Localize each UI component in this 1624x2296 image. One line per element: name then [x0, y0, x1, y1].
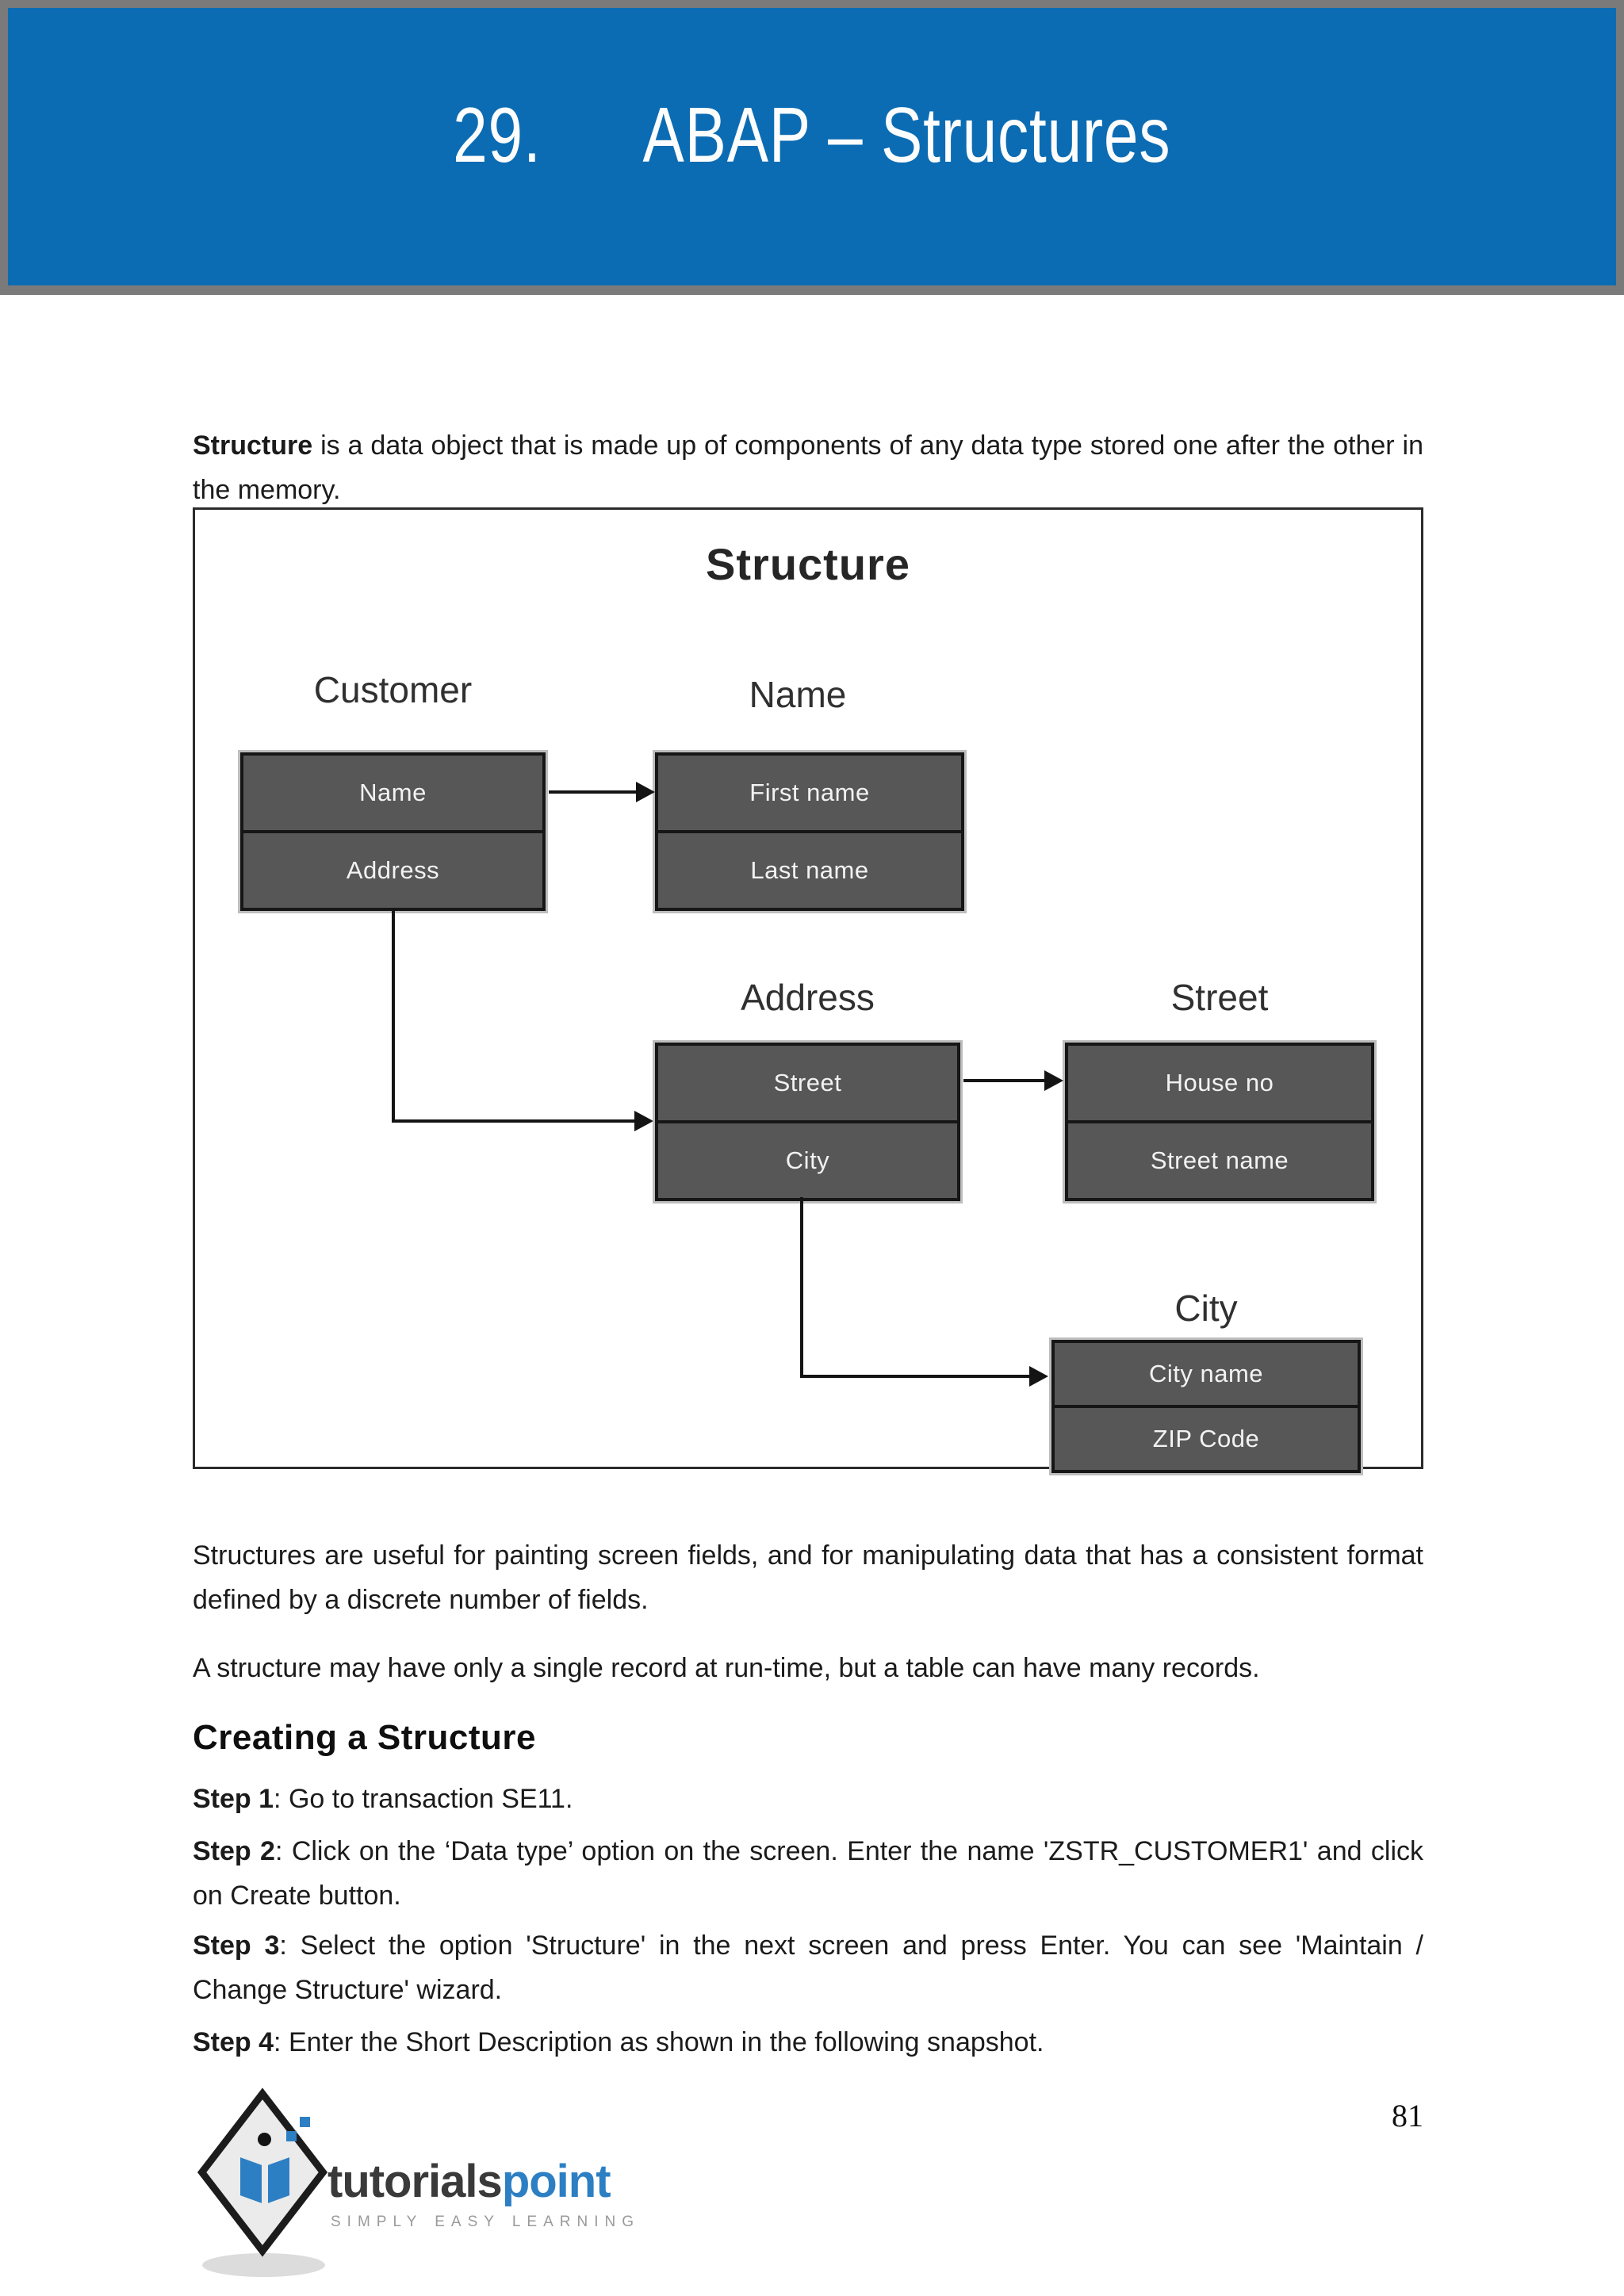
paragraph-structures-useful: Structures are useful for painting scree…: [193, 1540, 1423, 1615]
diagram-box-address: Street City: [655, 1043, 960, 1201]
diagram-row-last-name: Last name: [658, 830, 961, 908]
step-1-label: Step 1: [193, 1784, 274, 1814]
diagram-title: Structure: [706, 539, 910, 589]
connector-address-to-city-horizontal: [800, 1375, 1032, 1378]
connector-customer-to-address-horizontal: [392, 1119, 638, 1123]
chapter-banner-background: 29. ABAP – Structures: [8, 8, 1616, 285]
step-4-text: : Enter the Short Description as shown i…: [274, 2027, 1044, 2057]
diagram-label-name: Name: [749, 674, 847, 715]
diagram-row-city: City: [658, 1120, 957, 1198]
diagram-label-city: City: [1174, 1288, 1238, 1329]
arrow-head-address-to-street: [1044, 1070, 1063, 1091]
structure-diagram: Structure Customer Name Name Address Fir…: [193, 507, 1423, 1473]
step-1: Step 1: Go to transaction SE11.: [193, 1777, 1423, 1821]
logo-tagline: SIMPLY EASY LEARNING: [331, 2214, 640, 2230]
paragraph-single-record: A structure may have only a single recor…: [193, 1653, 1260, 1683]
step-3: Step 3: Select the option 'Structure' in…: [193, 1923, 1423, 2012]
logo-book-icon: [240, 2157, 262, 2203]
diagram-box-name: First name Last name: [655, 752, 964, 911]
section-heading: Creating a Structure: [193, 1717, 536, 1757]
diagram-row-customer-name: Name: [359, 779, 427, 806]
connector-customer-to-address-vertical: [392, 911, 395, 1123]
step-4: Step 4: Enter the Short Description as s…: [193, 2020, 1423, 2064]
diagram-row-zip-code: ZIP Code: [1055, 1405, 1358, 1470]
intro-paragraph-lead: Structure: [193, 430, 313, 461]
logo-wordmark: tutorialspoint: [327, 2155, 611, 2208]
chapter-banner: 29. ABAP – Structures: [0, 0, 1624, 295]
step-2-text: : Click on the ‘Data type’ option on the…: [193, 1836, 1423, 1911]
chapter-title-text: ABAP – Structures: [642, 90, 1171, 178]
step-2: Step 2: Click on the ‘Data type’ option …: [193, 1829, 1423, 1918]
logo-pixel-icon: [286, 2131, 297, 2141]
intro-paragraph-rest: is a data object that is made up of comp…: [193, 430, 1423, 505]
step-2-label: Step 2: [193, 1836, 275, 1866]
diagram-label-address: Address: [741, 977, 875, 1018]
logo-text-tutorials: tutorials: [327, 2156, 503, 2207]
diagram-box-customer: Name Address: [240, 752, 546, 911]
tutorialspoint-logo: tutorialspoint SIMPLY EASY LEARNING: [194, 2085, 686, 2296]
step-1-text: : Go to transaction SE11.: [274, 1784, 573, 1814]
arrow-head-customer-to-address: [634, 1111, 653, 1131]
diagram-row-house-no: House no: [1165, 1069, 1274, 1096]
arrow-line-customer-to-name: [549, 790, 641, 794]
diagram-label-street: Street: [1170, 977, 1269, 1018]
arrow-head-address-to-city: [1029, 1366, 1048, 1387]
step-4-label: Step 4: [193, 2027, 274, 2057]
diagram-row-city-name: City name: [1148, 1360, 1264, 1387]
diagram-row-first-name: First name: [749, 779, 870, 806]
diagram-row-street-name: Street name: [1068, 1120, 1371, 1198]
diagram-row-street: Street: [773, 1069, 842, 1096]
logo-text-point: point: [501, 2156, 611, 2207]
logo-book-icon: [268, 2157, 289, 2203]
page-number: 81: [1392, 2098, 1423, 2133]
logo-person-icon: [258, 2133, 271, 2146]
step-3-label: Step 3: [193, 1931, 280, 1961]
logo-diamond-icon: [197, 2087, 328, 2257]
chapter-title: 29. ABAP – Structures: [453, 90, 1170, 204]
step-3-text: : Select the option 'Structure' in the n…: [193, 1931, 1423, 2005]
diagram-row-customer-address: Address: [243, 830, 542, 908]
diagram-label-customer: Customer: [313, 669, 473, 710]
chapter-number: 29.: [453, 90, 542, 178]
logo-pixel-icon: [300, 2117, 310, 2127]
connector-address-to-city-vertical: [800, 1197, 803, 1378]
intro-paragraph: Structure is a data object that is made …: [193, 423, 1423, 512]
logo-shadow: [202, 2253, 325, 2277]
arrow-line-address-to-street: [963, 1079, 1049, 1082]
arrow-head-customer-to-name: [636, 782, 655, 802]
diagram-box-street: House no Street name: [1065, 1043, 1374, 1201]
diagram-box-city: City name ZIP Code: [1051, 1340, 1361, 1473]
